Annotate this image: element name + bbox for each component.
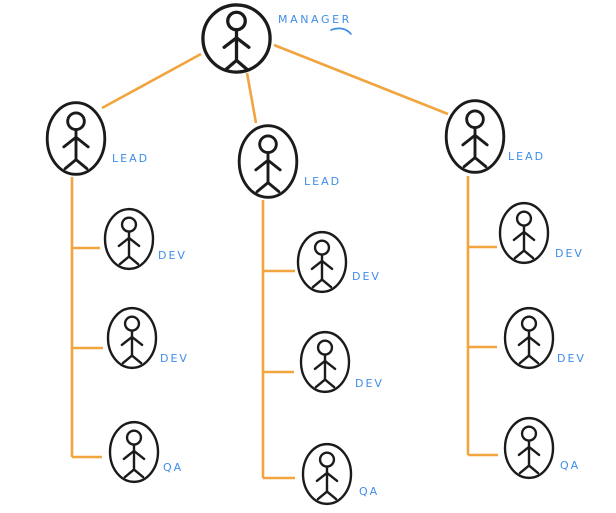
person-icon bbox=[501, 416, 557, 480]
label-left-dev1: DEV bbox=[158, 249, 187, 262]
label-middle-dev1: DEV bbox=[352, 270, 381, 283]
person-node-left-dev1[interactable] bbox=[101, 207, 157, 271]
person-icon bbox=[106, 420, 162, 484]
label-right-qa: QA bbox=[560, 459, 581, 472]
label-left-qa: QA bbox=[163, 461, 184, 474]
label-lead-left: LEAD bbox=[112, 152, 150, 165]
person-node-manager[interactable] bbox=[199, 2, 274, 75]
person-node-right-qa[interactable] bbox=[501, 416, 557, 480]
person-icon bbox=[199, 2, 274, 75]
person-node-middle-dev2[interactable] bbox=[297, 330, 353, 394]
person-icon bbox=[44, 99, 108, 178]
person-icon bbox=[299, 442, 355, 506]
person-node-middle-dev1[interactable] bbox=[294, 230, 350, 294]
edge-manager-lead-left bbox=[101, 52, 202, 110]
person-node-right-dev2[interactable] bbox=[501, 306, 557, 370]
person-node-middle-qa[interactable] bbox=[299, 442, 355, 506]
edge-manager-lead-right bbox=[273, 43, 449, 116]
label-lead-right: LEAD bbox=[508, 150, 546, 163]
label-middle-dev2: DEV bbox=[355, 377, 384, 390]
label-lead-middle: LEAD bbox=[304, 175, 342, 188]
person-icon bbox=[104, 306, 160, 370]
person-icon bbox=[501, 306, 557, 370]
person-icon bbox=[297, 330, 353, 394]
person-icon bbox=[496, 201, 552, 265]
person-node-right-dev1[interactable] bbox=[496, 201, 552, 265]
person-node-left-dev2[interactable] bbox=[104, 306, 160, 370]
person-node-left-qa[interactable] bbox=[106, 420, 162, 484]
edge-manager-lead-middle bbox=[245, 72, 258, 124]
label-left-dev2: DEV bbox=[160, 352, 189, 365]
person-icon bbox=[443, 97, 507, 176]
person-icon bbox=[101, 207, 157, 271]
person-node-lead-middle[interactable] bbox=[236, 122, 300, 201]
label-manager: MANAGER bbox=[278, 13, 352, 26]
label-right-dev1: DEV bbox=[555, 247, 584, 260]
person-node-lead-right[interactable] bbox=[443, 97, 507, 176]
person-node-lead-left[interactable] bbox=[44, 99, 108, 178]
person-icon bbox=[294, 230, 350, 294]
manager-label-flourish bbox=[330, 27, 352, 35]
label-middle-qa: QA bbox=[359, 485, 380, 498]
person-icon bbox=[236, 122, 300, 201]
label-right-dev2: DEV bbox=[557, 352, 586, 365]
